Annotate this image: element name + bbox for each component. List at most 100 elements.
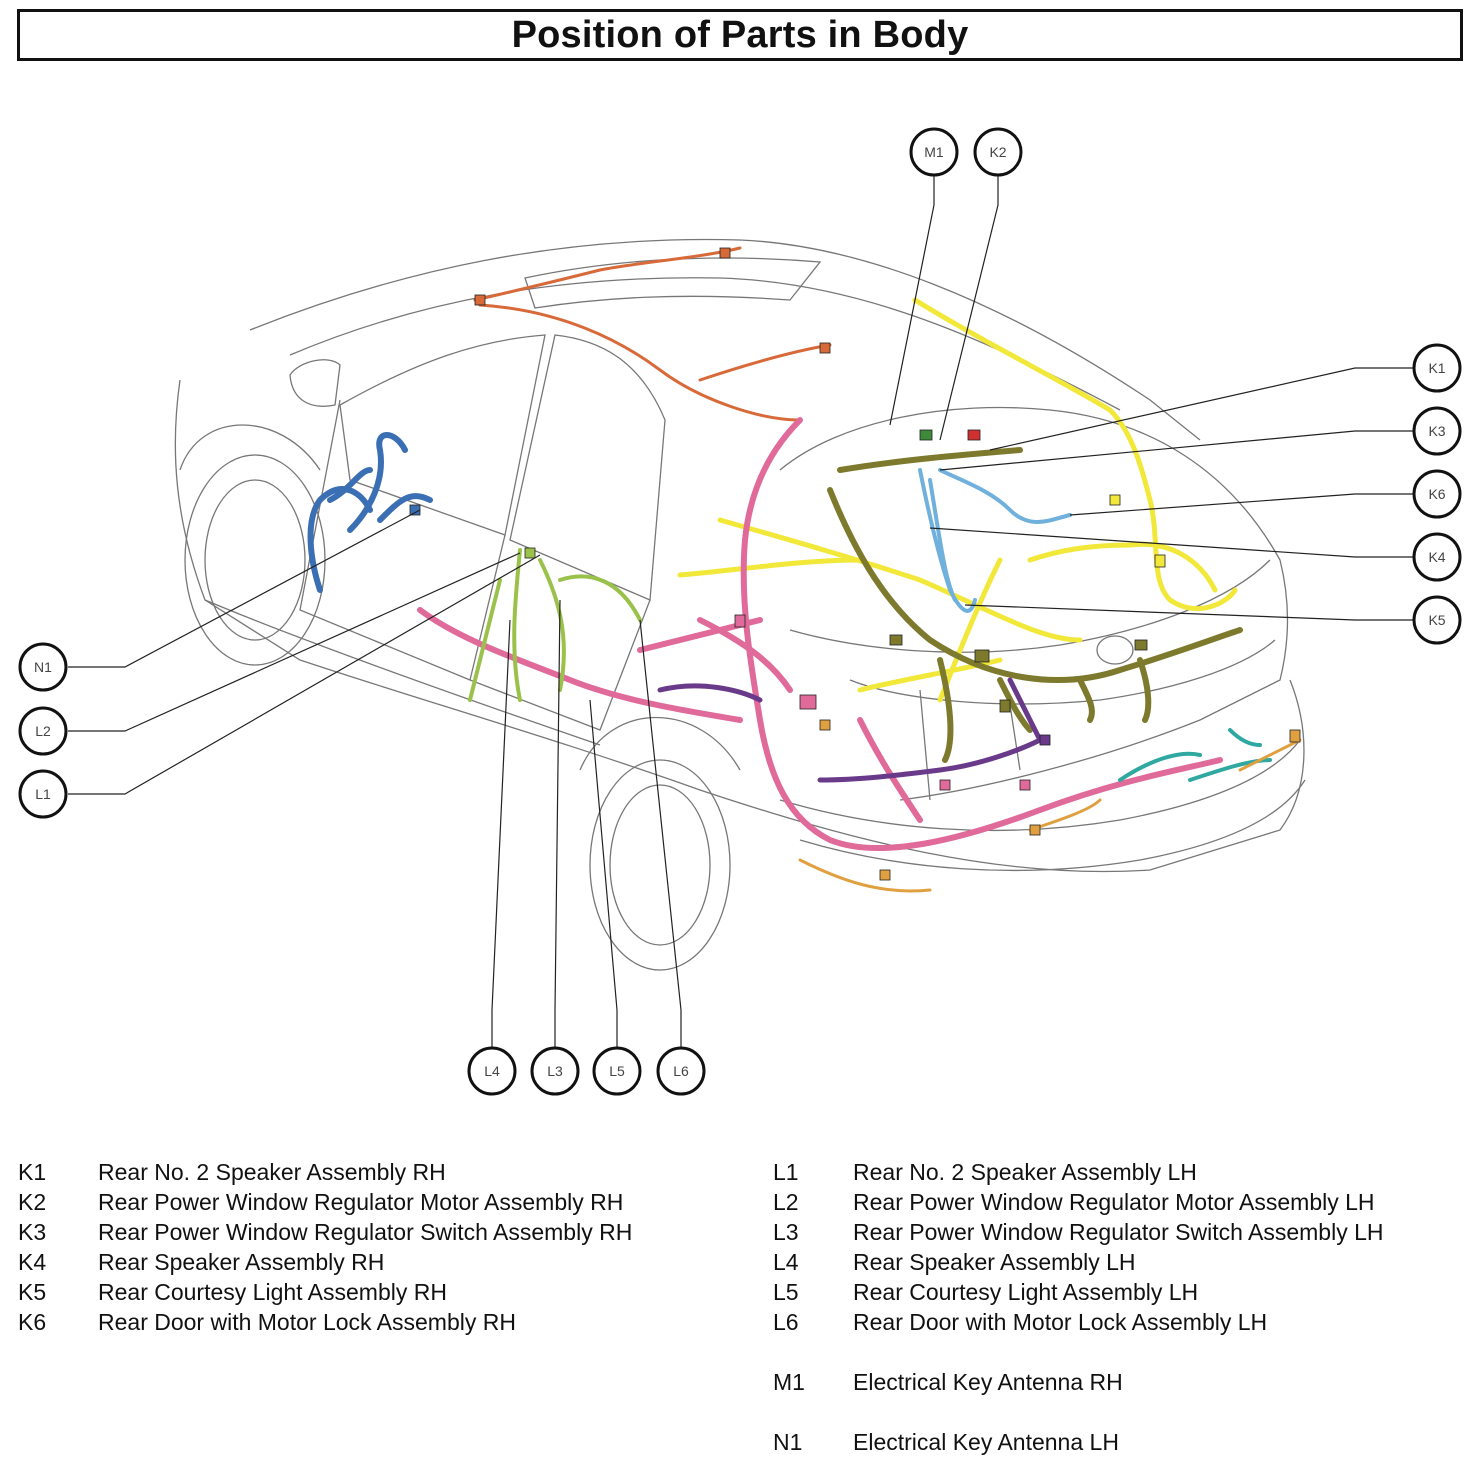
wiring-harness-layer — [307, 246, 1302, 893]
legend-code: L3 — [773, 1219, 799, 1245]
legend-code: N1 — [773, 1429, 803, 1455]
callout-l6: L6 — [656, 1046, 706, 1096]
legend-right: L1 Rear No. 2 Speaker Assembly LH L2 Rea… — [773, 1157, 1383, 1457]
leader-line-l4 — [491, 619, 511, 1048]
legend-code: L5 — [773, 1279, 799, 1305]
callout-l2: L2 — [18, 706, 68, 756]
legend-code: K4 — [18, 1249, 47, 1275]
svg-text:M1: M1 — [924, 144, 944, 160]
pink-harness — [417, 417, 1223, 852]
leader-line-k4 — [929, 527, 1414, 558]
legend-name: Rear Power Window Regulator Motor Assemb… — [853, 1189, 1375, 1215]
callout-k3: K3 — [1412, 406, 1462, 456]
callout-circles: M1 K2 K1 K3 K6 K4 K5 N1 — [18, 127, 1462, 1096]
leader-line-m1 — [889, 175, 935, 426]
purple-harness — [657, 677, 1043, 783]
legend-name: Rear Power Window Regulator Motor Assemb… — [98, 1189, 624, 1215]
svg-text:K6: K6 — [1428, 486, 1445, 502]
leader-line-k5 — [964, 604, 1414, 621]
callout-l5: L5 — [592, 1046, 642, 1096]
legend-row-l4: L4 Rear Speaker Assembly LH — [773, 1247, 1383, 1277]
leader-line-l2 — [68, 552, 521, 732]
callout-m1: M1 — [909, 127, 959, 177]
vehicle-wiring-diagram: M1 K2 K1 K3 K6 K4 K5 N1 — [18, 127, 1462, 1096]
legend-row-l3: L3 Rear Power Window Regulator Switch As… — [773, 1217, 1383, 1247]
leader-line-k2 — [939, 175, 999, 441]
legend-row-k1: K1 Rear No. 2 Speaker Assembly RH — [18, 1157, 632, 1187]
legend-row-l1: L1 Rear No. 2 Speaker Assembly LH — [773, 1157, 1383, 1187]
legend-row-l6: L6 Rear Door with Motor Lock Assembly LH — [773, 1307, 1383, 1337]
callout-l1: L1 — [18, 769, 68, 819]
leader-line-k6 — [1069, 493, 1414, 516]
svg-text:K1: K1 — [1428, 360, 1445, 376]
legend-name: Rear No. 2 Speaker Assembly LH — [853, 1159, 1197, 1185]
legend-name: Rear Speaker Assembly RH — [98, 1249, 385, 1275]
title-box: Position of Parts in Body — [17, 9, 1463, 61]
legend-code: L4 — [773, 1249, 799, 1275]
svg-text:L3: L3 — [547, 1063, 563, 1079]
legend-name: Rear Courtesy Light Assembly LH — [853, 1279, 1199, 1305]
legend-name: Electrical Key Antenna RH — [853, 1369, 1123, 1395]
svg-text:L6: L6 — [673, 1063, 689, 1079]
legend-row-k3: K3 Rear Power Window Regulator Switch As… — [18, 1217, 632, 1247]
legend-name: Rear Courtesy Light Assembly RH — [98, 1279, 447, 1305]
light-blue-harness — [918, 468, 1072, 613]
amber-harness — [798, 738, 1302, 893]
legend-code: L6 — [773, 1309, 799, 1335]
svg-text:K3: K3 — [1428, 423, 1445, 439]
green-harness — [468, 548, 642, 702]
legend-code: K1 — [18, 1159, 47, 1185]
page-title: Position of Parts in Body — [511, 13, 969, 56]
yellow-harness — [677, 297, 1238, 703]
legend-row-k5: K5 Rear Courtesy Light Assembly RH — [18, 1277, 632, 1307]
legend-row-k2: K2 Rear Power Window Regulator Motor Ass… — [18, 1187, 632, 1217]
leader-line-k3 — [939, 430, 1414, 471]
legend-row-l5: L5 Rear Courtesy Light Assembly LH — [773, 1277, 1383, 1307]
olive-harness — [827, 447, 1243, 763]
legend-code: K5 — [18, 1279, 47, 1305]
legend-row-m1: M1 Electrical Key Antenna RH — [773, 1367, 1383, 1397]
svg-text:L1: L1 — [35, 786, 51, 802]
blue-harness — [307, 432, 433, 593]
svg-text:K2: K2 — [989, 144, 1006, 160]
svg-text:L4: L4 — [484, 1063, 500, 1079]
svg-text:L5: L5 — [609, 1063, 625, 1079]
leader-line-k1 — [989, 367, 1414, 451]
legend-code: M1 — [773, 1369, 805, 1395]
legend-name: Rear Power Window Regulator Switch Assem… — [853, 1219, 1384, 1245]
legend-name: Rear Door with Motor Lock Assembly RH — [98, 1309, 516, 1335]
callout-k6: K6 — [1412, 469, 1462, 519]
legend-left: K1 Rear No. 2 Speaker Assembly RH K2 Rea… — [18, 1157, 632, 1337]
legend-name: Rear No. 2 Speaker Assembly RH — [98, 1159, 446, 1185]
legend-name: Electrical Key Antenna LH — [853, 1429, 1119, 1455]
callout-n1: N1 — [18, 642, 68, 692]
leader-line-l6 — [639, 619, 682, 1048]
legend-name: Rear Speaker Assembly LH — [853, 1249, 1136, 1275]
vehicle-body-outline — [174, 238, 1306, 971]
svg-text:K5: K5 — [1428, 612, 1445, 628]
callout-k2: K2 — [973, 127, 1023, 177]
svg-text:L2: L2 — [35, 723, 51, 739]
legend-code: K3 — [18, 1219, 47, 1245]
svg-text:N1: N1 — [34, 659, 52, 675]
legend-row-l2: L2 Rear Power Window Regulator Motor Ass… — [773, 1187, 1383, 1217]
callout-l4: L4 — [467, 1046, 517, 1096]
callout-l3: L3 — [530, 1046, 580, 1096]
legend-row-k4: K4 Rear Speaker Assembly RH — [18, 1247, 632, 1277]
leader-line-l1 — [68, 554, 541, 795]
legend-name: Rear Door with Motor Lock Assembly LH — [853, 1309, 1268, 1335]
legend-code: K2 — [18, 1189, 47, 1215]
svg-text:K4: K4 — [1428, 549, 1445, 565]
callout-k5: K5 — [1412, 595, 1462, 645]
legend-code: K6 — [18, 1309, 47, 1335]
callout-k4: K4 — [1412, 532, 1462, 582]
legend-row-n1: N1 Electrical Key Antenna LH — [773, 1427, 1383, 1457]
legend-spacer — [773, 1397, 1383, 1427]
leader-lines — [68, 175, 1414, 1048]
legend-spacer — [773, 1337, 1383, 1367]
legend-code: L1 — [773, 1159, 799, 1185]
orange-roof-harness — [473, 246, 832, 422]
legend-name: Rear Power Window Regulator Switch Assem… — [98, 1219, 633, 1245]
leader-line-l5 — [589, 699, 618, 1048]
legend-row-k6: K6 Rear Door with Motor Lock Assembly RH — [18, 1307, 632, 1337]
